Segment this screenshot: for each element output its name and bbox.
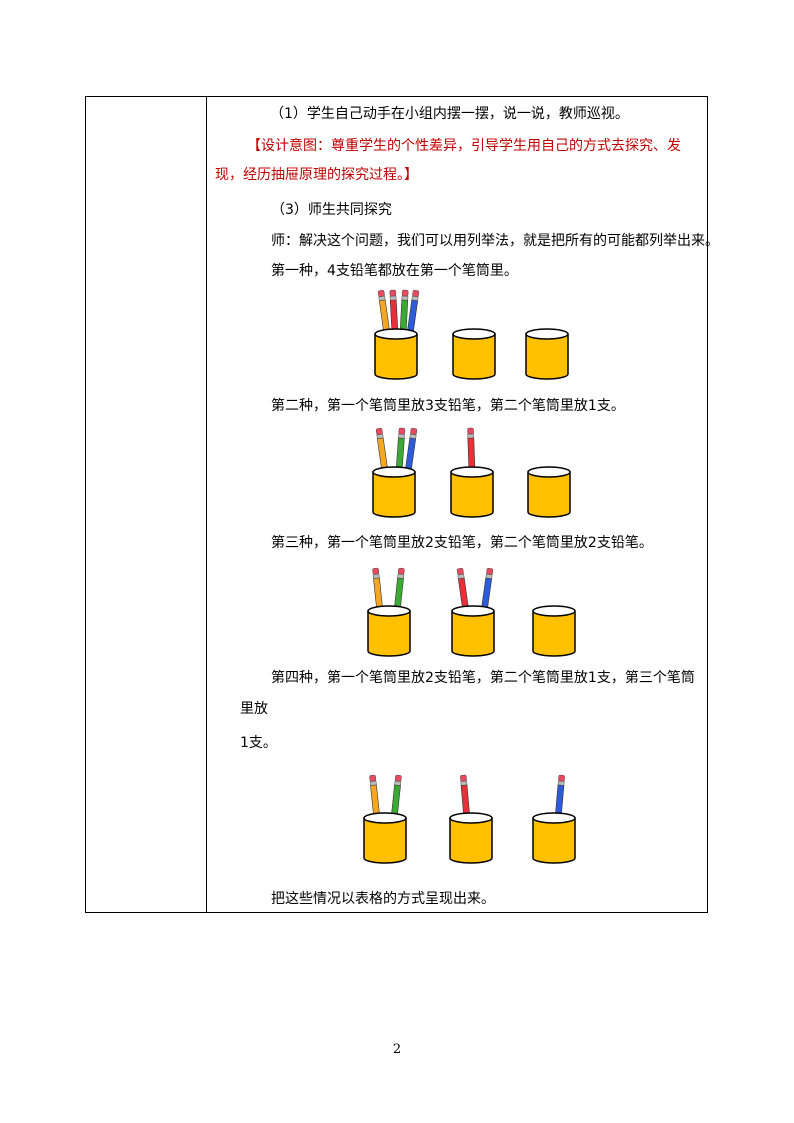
table-column-divider: [206, 96, 207, 913]
text-line-case-3: 第三种，第一个笔筒里放2支铅笔，第二个笔筒里放2支铅笔。: [271, 535, 653, 551]
pencil-cup-icon: [525, 328, 569, 380]
pencil-cup-icon: [372, 466, 416, 518]
text-line-case-4: 第四种，第一个笔筒里放2支铅笔，第二个笔筒里放1支，第三个笔筒: [271, 670, 695, 686]
pencil-cup-icon: [527, 466, 571, 518]
text-line-section-3: （3）师生共同探究: [271, 202, 392, 218]
text-line-teacher: 师：解决这个问题，我们可以用列举法，就是把所有的可能都列举出来。: [271, 233, 719, 249]
case-4-cups: [363, 774, 576, 864]
pencil-cup-icon: [452, 328, 496, 380]
pencil-cup-icon: [449, 812, 493, 864]
text-line-table-intro: 把这些情况以表格的方式呈现出来。: [271, 891, 495, 907]
case-2-cups: [372, 427, 571, 518]
text-line-case-2: 第二种，第一个笔筒里放3支铅笔，第二个笔筒里放1支。: [271, 398, 625, 414]
design-intent-line-2: 现，经历抽屉原理的探究过程。】: [215, 167, 418, 183]
page-number: 2: [392, 1042, 402, 1057]
pencil-cup-icon: [374, 328, 418, 380]
pencil-cup-icon: [532, 605, 576, 657]
text-line-1: （1）学生自己动手在小组内摆一摆，说一说，教师巡视。: [270, 106, 629, 122]
pencil-cup-icon: [450, 466, 494, 518]
pencil-cup-icon: [451, 605, 495, 657]
design-intent-line-1: 【设计意图：尊重学生的个性差异，引导学生用自己的方式去探究、发: [247, 138, 681, 154]
text-line-case-4-cont: 里放: [240, 701, 268, 717]
text-line-case-1: 第一种，4支铅笔都放在第一个笔筒里。: [271, 263, 518, 279]
text-line-case-4-end: 1支。: [240, 735, 277, 751]
pencil-cup-icon: [363, 812, 407, 864]
case-3-cups: [367, 567, 576, 657]
lesson-table: [85, 96, 708, 913]
pencil-cup-icon: [532, 812, 576, 864]
case-1-cups: [374, 289, 569, 380]
pencil-cup-icon: [367, 605, 411, 657]
